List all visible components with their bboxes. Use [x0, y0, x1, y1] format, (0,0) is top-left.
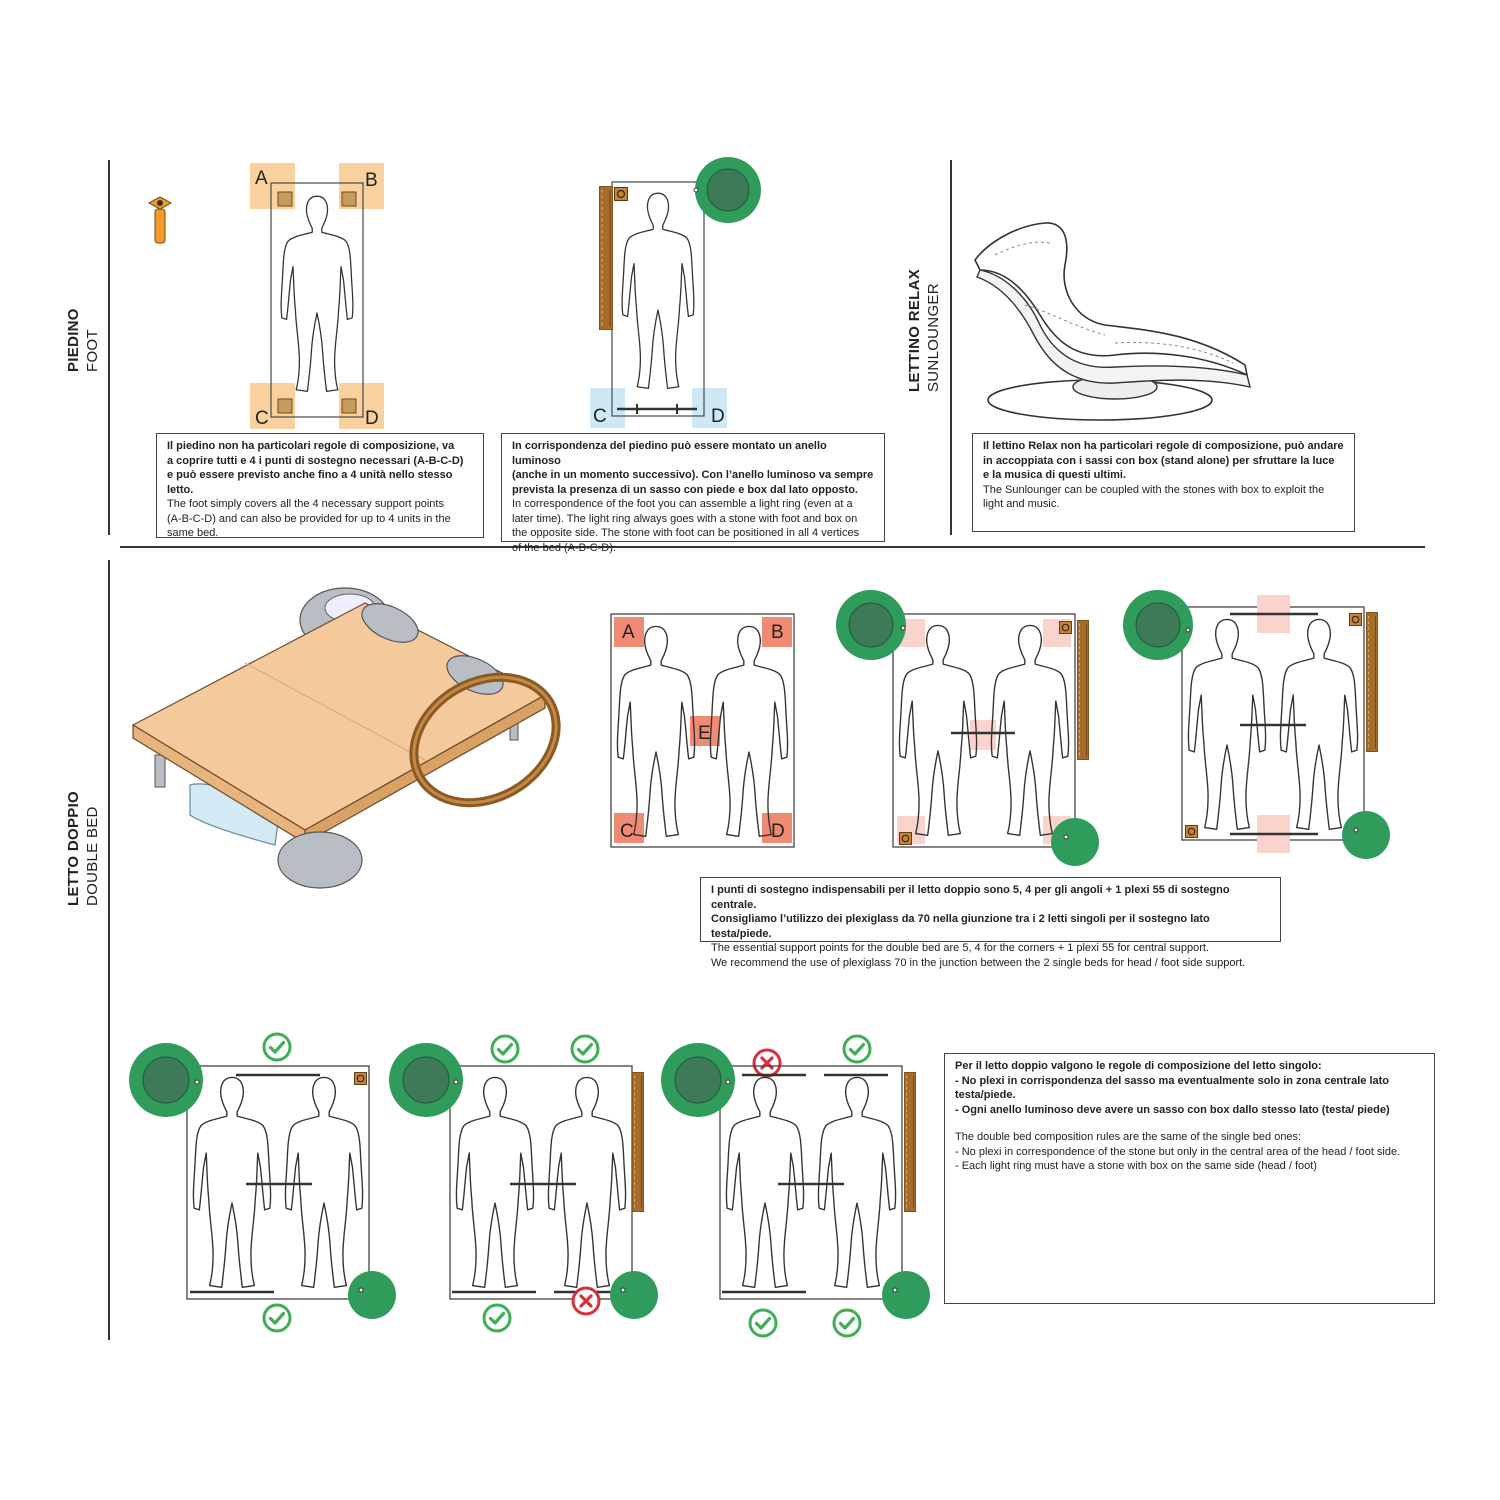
stone-icon — [1051, 818, 1099, 866]
check-icon — [748, 1308, 778, 1338]
pad-d-red — [762, 813, 792, 843]
double-bed-description: I punti di sostegno indispensabili per i… — [700, 877, 1281, 969]
check-icon — [262, 1303, 292, 1333]
stone-icon — [882, 1271, 930, 1319]
stone-icon — [348, 1271, 396, 1319]
ring-bed-diagram: C D — [590, 157, 761, 428]
pad-d-blue — [692, 388, 727, 428]
pad-b-red — [762, 617, 792, 647]
label-c-double: C — [620, 821, 634, 842]
check-icon — [570, 1034, 600, 1064]
composition-rules: Per il letto doppio valgono le regole di… — [944, 1053, 1435, 1304]
label-a: A — [255, 168, 268, 189]
label-b-double: B — [771, 622, 784, 643]
divider-horizontal — [120, 546, 1425, 548]
divider-left-bottom — [108, 560, 110, 1340]
ring-description: In corrispondenza del piedino può essere… — [501, 433, 885, 554]
section-title-sunlounger: LETTINO RELAX SUNLOUNGER — [906, 268, 942, 392]
double-bed-support-points: A B C D E — [610, 613, 795, 848]
divider-middle-top — [950, 160, 952, 535]
pad-c-red — [614, 813, 644, 843]
stone-icon — [610, 1271, 658, 1319]
double-bed-ring-config-1 — [836, 590, 1099, 866]
divider-left-top — [108, 160, 110, 535]
label-b: B — [365, 170, 378, 191]
foot-description: Il piedino non ha particolari regole di … — [156, 433, 484, 539]
double-bed-illustration — [131, 587, 561, 889]
foot-icon — [147, 196, 173, 244]
label-c: C — [255, 408, 269, 429]
sunlounger-illustration — [974, 222, 1251, 421]
label-a-double: A — [622, 622, 635, 643]
composition-example-1 — [129, 1032, 396, 1333]
foot-bed-diagram: A B C D — [250, 163, 384, 429]
composition-example-3 — [661, 1034, 930, 1338]
check-icon — [842, 1034, 872, 1064]
section-title-double-bed: LETTO DOPPIO DOUBLE BED — [65, 790, 101, 906]
double-bed-ring-config-2 — [1123, 590, 1390, 859]
section-title-foot: PIEDINO FOOT — [65, 308, 101, 372]
cross-icon — [752, 1048, 782, 1078]
stone-icon — [1342, 811, 1390, 859]
label-c-ring: C — [593, 406, 607, 427]
check-icon — [482, 1303, 512, 1333]
composition-example-2 — [389, 1034, 658, 1333]
cross-icon — [571, 1286, 601, 1316]
sunlounger-description: Il lettino Relax non ha particolari rego… — [972, 433, 1355, 532]
pad-a-red — [614, 617, 644, 647]
label-d: D — [365, 408, 379, 429]
label-e-double: E — [698, 723, 711, 744]
label-d-double: D — [771, 821, 785, 842]
check-icon — [490, 1034, 520, 1064]
check-icon — [262, 1032, 292, 1062]
label-d-ring: D — [711, 406, 725, 427]
check-icon — [832, 1308, 862, 1338]
